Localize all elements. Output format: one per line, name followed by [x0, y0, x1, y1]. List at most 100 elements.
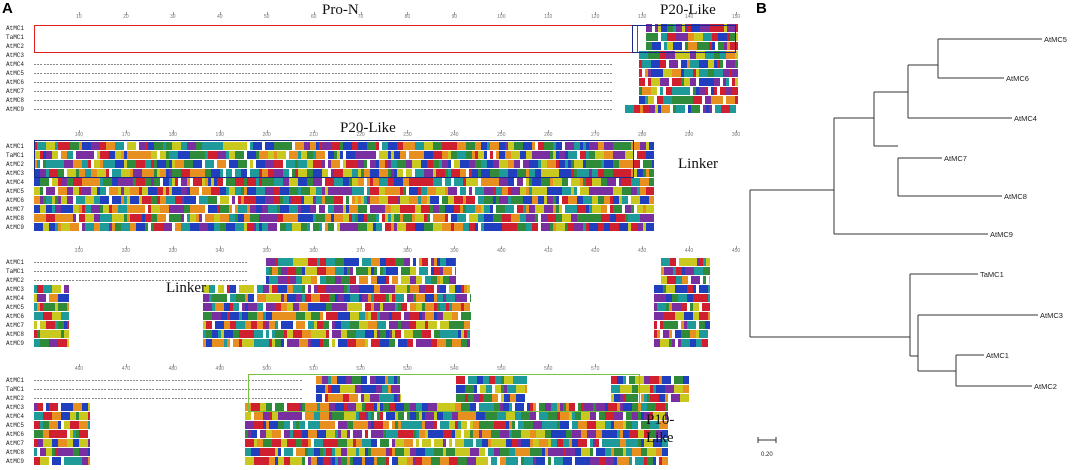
residue-cell [375, 385, 382, 393]
alignment-gap [142, 73, 145, 74]
residue-cell [34, 160, 37, 168]
alignment-gap [235, 64, 238, 65]
residue-cell [692, 303, 699, 311]
residue-cell [485, 412, 495, 420]
residue-cell [388, 178, 394, 186]
alignment-gap [91, 100, 94, 101]
alignment-gap [142, 109, 145, 110]
residue-cell [124, 151, 127, 159]
alignment-gap [123, 91, 126, 92]
residue-cell [235, 169, 241, 177]
residue-cell [88, 412, 91, 420]
residue-cell [349, 205, 358, 213]
residue-cell [455, 430, 459, 438]
residue-cell [712, 42, 716, 50]
residue-cell [415, 214, 424, 222]
residue-cell [358, 214, 364, 222]
residue-cell [40, 421, 43, 429]
residue-cell [343, 142, 349, 150]
alignment-gap [46, 271, 49, 272]
sequence-row: AtMC9 [6, 339, 736, 348]
residue-cell [539, 448, 543, 456]
alignment-gap [197, 64, 200, 65]
residue-cell [641, 412, 645, 420]
alignment-gap [526, 82, 529, 83]
residue-cell [427, 223, 433, 231]
residue-cell [610, 151, 613, 159]
sequence-row: AtMC9 [6, 223, 736, 232]
residue-cell [395, 403, 405, 411]
residue-cell [274, 142, 283, 150]
residue-cell [611, 421, 615, 429]
residue-cell [424, 321, 428, 329]
alignment-gap [40, 380, 43, 381]
residue-cell [651, 87, 658, 95]
residue-cell [391, 223, 394, 231]
alignment-gap [254, 100, 257, 101]
residue-cell [434, 421, 438, 429]
alignment-gap [610, 91, 612, 92]
alignment-gap [578, 100, 580, 101]
residue-cell [623, 394, 627, 402]
residue-cell [427, 160, 433, 168]
residue-cell [686, 285, 693, 293]
residue-cell [680, 394, 689, 402]
residue-cell [247, 294, 254, 302]
alignment-gap [200, 109, 203, 110]
residue-cell [115, 151, 121, 159]
alignment-gap [494, 64, 497, 65]
alignment-gap [264, 82, 267, 83]
residue-cell [325, 303, 332, 311]
residue-cell [238, 160, 247, 168]
residue-cell [611, 439, 621, 447]
residue-cell [717, 60, 721, 68]
residue-cell [308, 421, 312, 429]
residue-cell [217, 312, 221, 320]
residue-cell [302, 267, 306, 275]
residue-cell [649, 142, 654, 150]
residue-cell [491, 403, 495, 411]
residue-cell [691, 33, 695, 41]
residue-cell [707, 294, 710, 302]
sequence-row: AtMC9 [6, 105, 737, 114]
residue-cell [705, 51, 715, 59]
residue-cell [583, 196, 592, 204]
residue-cell [517, 169, 526, 177]
residue-cell [320, 258, 327, 266]
alignment-gap [162, 280, 164, 281]
alignment-gap [165, 398, 168, 399]
residue-cell [298, 160, 307, 168]
alignment-gap [94, 64, 97, 65]
residue-cell [732, 78, 736, 86]
ruler-tick [125, 130, 127, 133]
residue-cell [190, 223, 199, 231]
alignment-gap [149, 280, 152, 281]
residue-cell [686, 376, 689, 384]
residue-cell [548, 457, 552, 465]
alignment-gap [126, 271, 129, 272]
residue-cell [151, 151, 157, 159]
residue-cell [376, 330, 380, 338]
residue-cell [688, 105, 692, 113]
residue-cell [310, 214, 313, 222]
residue-cell [661, 24, 668, 32]
residue-cell [100, 142, 106, 150]
residue-cell [367, 178, 370, 186]
residue-cell [265, 330, 269, 338]
alignment-gap [104, 398, 107, 399]
residue-cell [640, 178, 649, 186]
residue-cell [196, 151, 205, 159]
alignment-gap [197, 109, 200, 110]
residue-cell [571, 187, 574, 195]
residue-cell [652, 160, 654, 168]
residue-cell [580, 151, 586, 159]
alignment-gap [120, 389, 123, 390]
ruler-tick [219, 130, 221, 133]
alignment-gap [581, 100, 584, 101]
residue-cell [614, 457, 618, 465]
residue-cell [253, 330, 263, 338]
alignment-gap [178, 262, 180, 263]
alignment-gap [389, 109, 392, 110]
residue-cell [596, 403, 606, 411]
residue-cell [151, 178, 154, 186]
